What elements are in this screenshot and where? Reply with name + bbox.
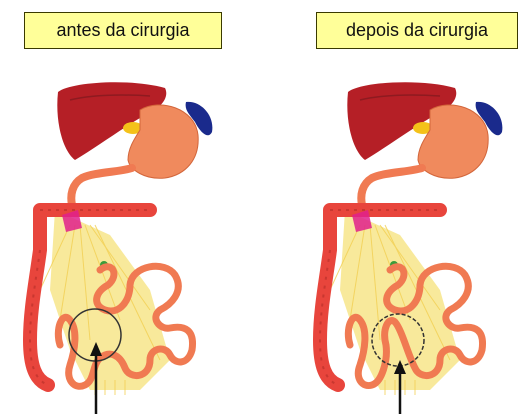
duodenum [361,168,422,205]
after-surgery-illustration [290,60,525,414]
duodenum [71,168,132,205]
after-surgery-label: depois da cirurgia [316,12,518,49]
before-surgery-label: antes da cirurgia [24,12,222,49]
before-surgery-illustration [0,60,240,414]
